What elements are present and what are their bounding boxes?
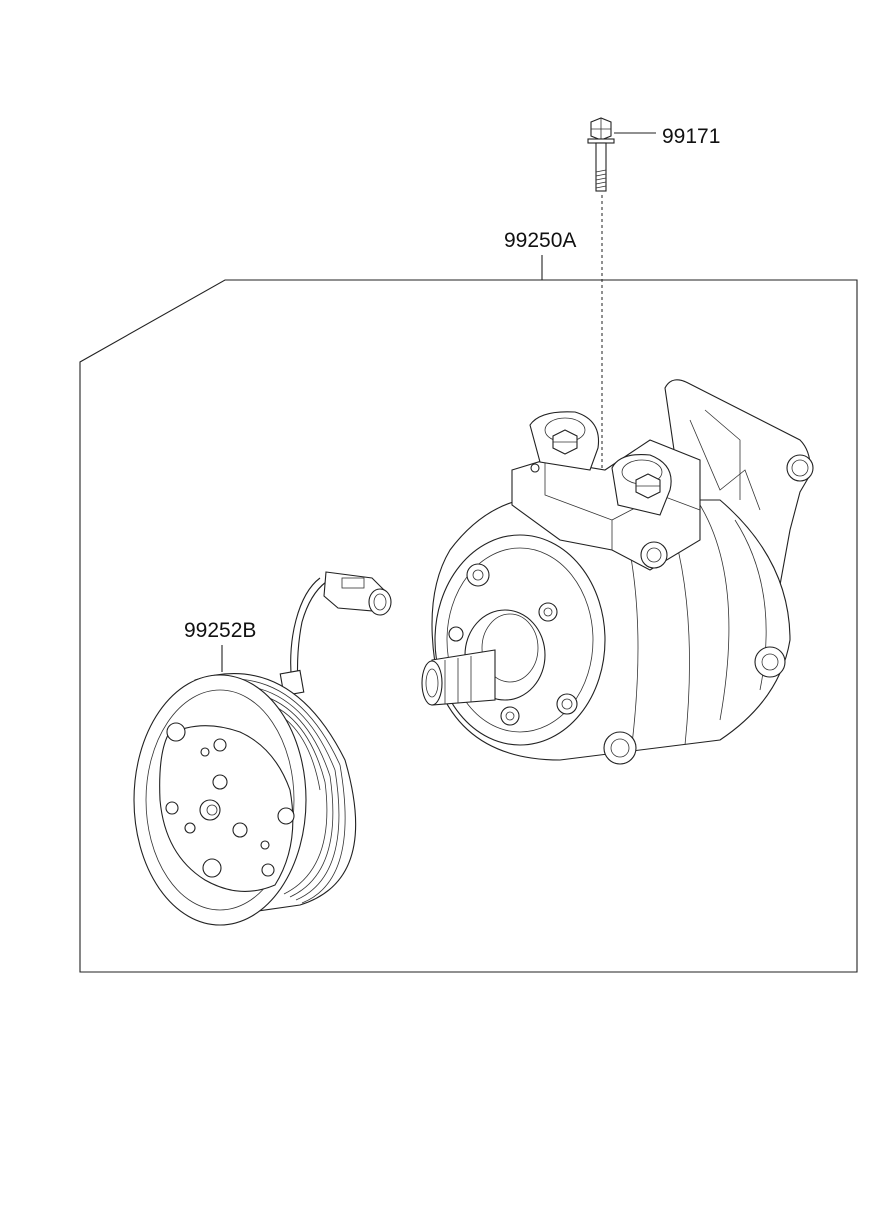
pulley-drawing (133, 571, 392, 926)
part-label-99250a: 99250A (504, 229, 576, 252)
assembly-frame (79, 279, 858, 973)
part-label-99171: 99171 (662, 125, 720, 148)
bolt-drawing (587, 117, 615, 192)
part-label-99252b: 99252B (184, 619, 256, 642)
compressor-drawing (421, 379, 814, 765)
